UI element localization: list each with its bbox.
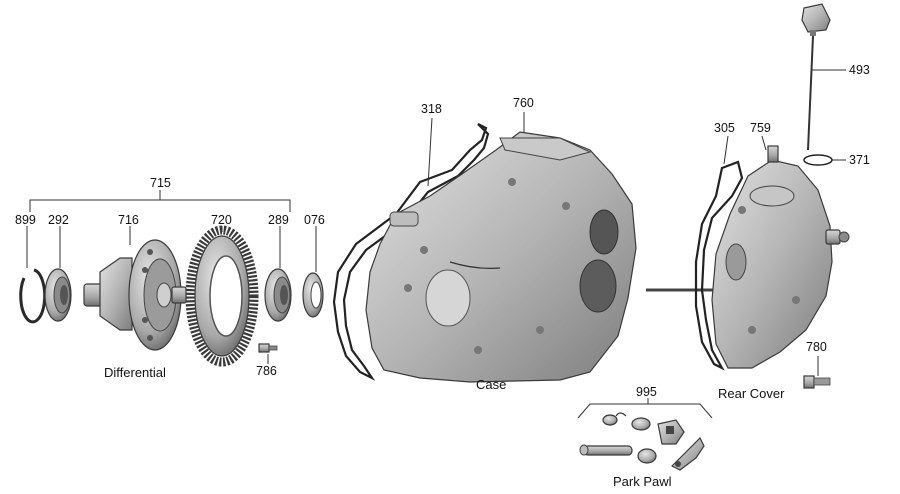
label-289: 289: [268, 213, 289, 227]
label-318: 318: [421, 102, 442, 116]
gasket-318: [332, 123, 490, 381]
differential-case-716: [83, 226, 187, 351]
ring-gear-720: [185, 225, 259, 367]
oil-seal-076: [302, 226, 324, 318]
transmission-case-760: [365, 131, 637, 383]
spring-small: [602, 412, 627, 426]
spring-collar: [631, 417, 651, 431]
label-715: 715: [150, 176, 171, 190]
label-759: 759: [750, 121, 771, 135]
gasket-305: [694, 160, 744, 371]
o-ring-371: [803, 154, 846, 166]
leader-318: [427, 117, 433, 187]
differential-group: [19, 190, 324, 367]
label-786: 786: [256, 364, 277, 378]
caption-park-pawl: Park Pawl: [613, 474, 672, 489]
leader-759: [761, 135, 767, 151]
assembly-captions: Differential Case Rear Cover Park Pawl: [104, 365, 785, 489]
rear-cover-group: [646, 3, 850, 389]
bolt-780: [803, 356, 831, 389]
case-group: [332, 112, 637, 383]
label-371: 371: [849, 153, 870, 167]
snap-ring-899: [19, 226, 47, 324]
pawl-lever: [670, 436, 705, 471]
pawl-spring: [637, 448, 657, 464]
caption-rear-cover: Rear Cover: [718, 386, 785, 401]
label-760: 760: [513, 96, 534, 110]
label-493: 493: [849, 63, 870, 77]
label-995: 995: [636, 385, 657, 399]
bearing-289: [264, 226, 292, 322]
caption-differential: Differential: [104, 365, 166, 380]
label-780: 780: [806, 340, 827, 354]
label-720: 720: [211, 213, 232, 227]
label-292: 292: [48, 213, 69, 227]
bearing-292: [44, 226, 72, 322]
label-899: 899: [15, 213, 36, 227]
pawl-shaft: [579, 444, 633, 456]
park-pawl-group: [577, 398, 713, 471]
label-305: 305: [714, 121, 735, 135]
leader-305: [723, 135, 729, 165]
bracket-995: [577, 403, 713, 419]
label-076: 076: [304, 213, 325, 227]
bracket-715: [29, 199, 291, 212]
pawl-bracket: [657, 419, 685, 445]
dipstick-493: [801, 3, 846, 151]
part-number-labels: 899 292 716 720 289 076 715 318 760 305 …: [15, 63, 870, 399]
label-716: 716: [118, 213, 139, 227]
bolt-786: [258, 343, 278, 364]
caption-case: Case: [476, 377, 506, 392]
